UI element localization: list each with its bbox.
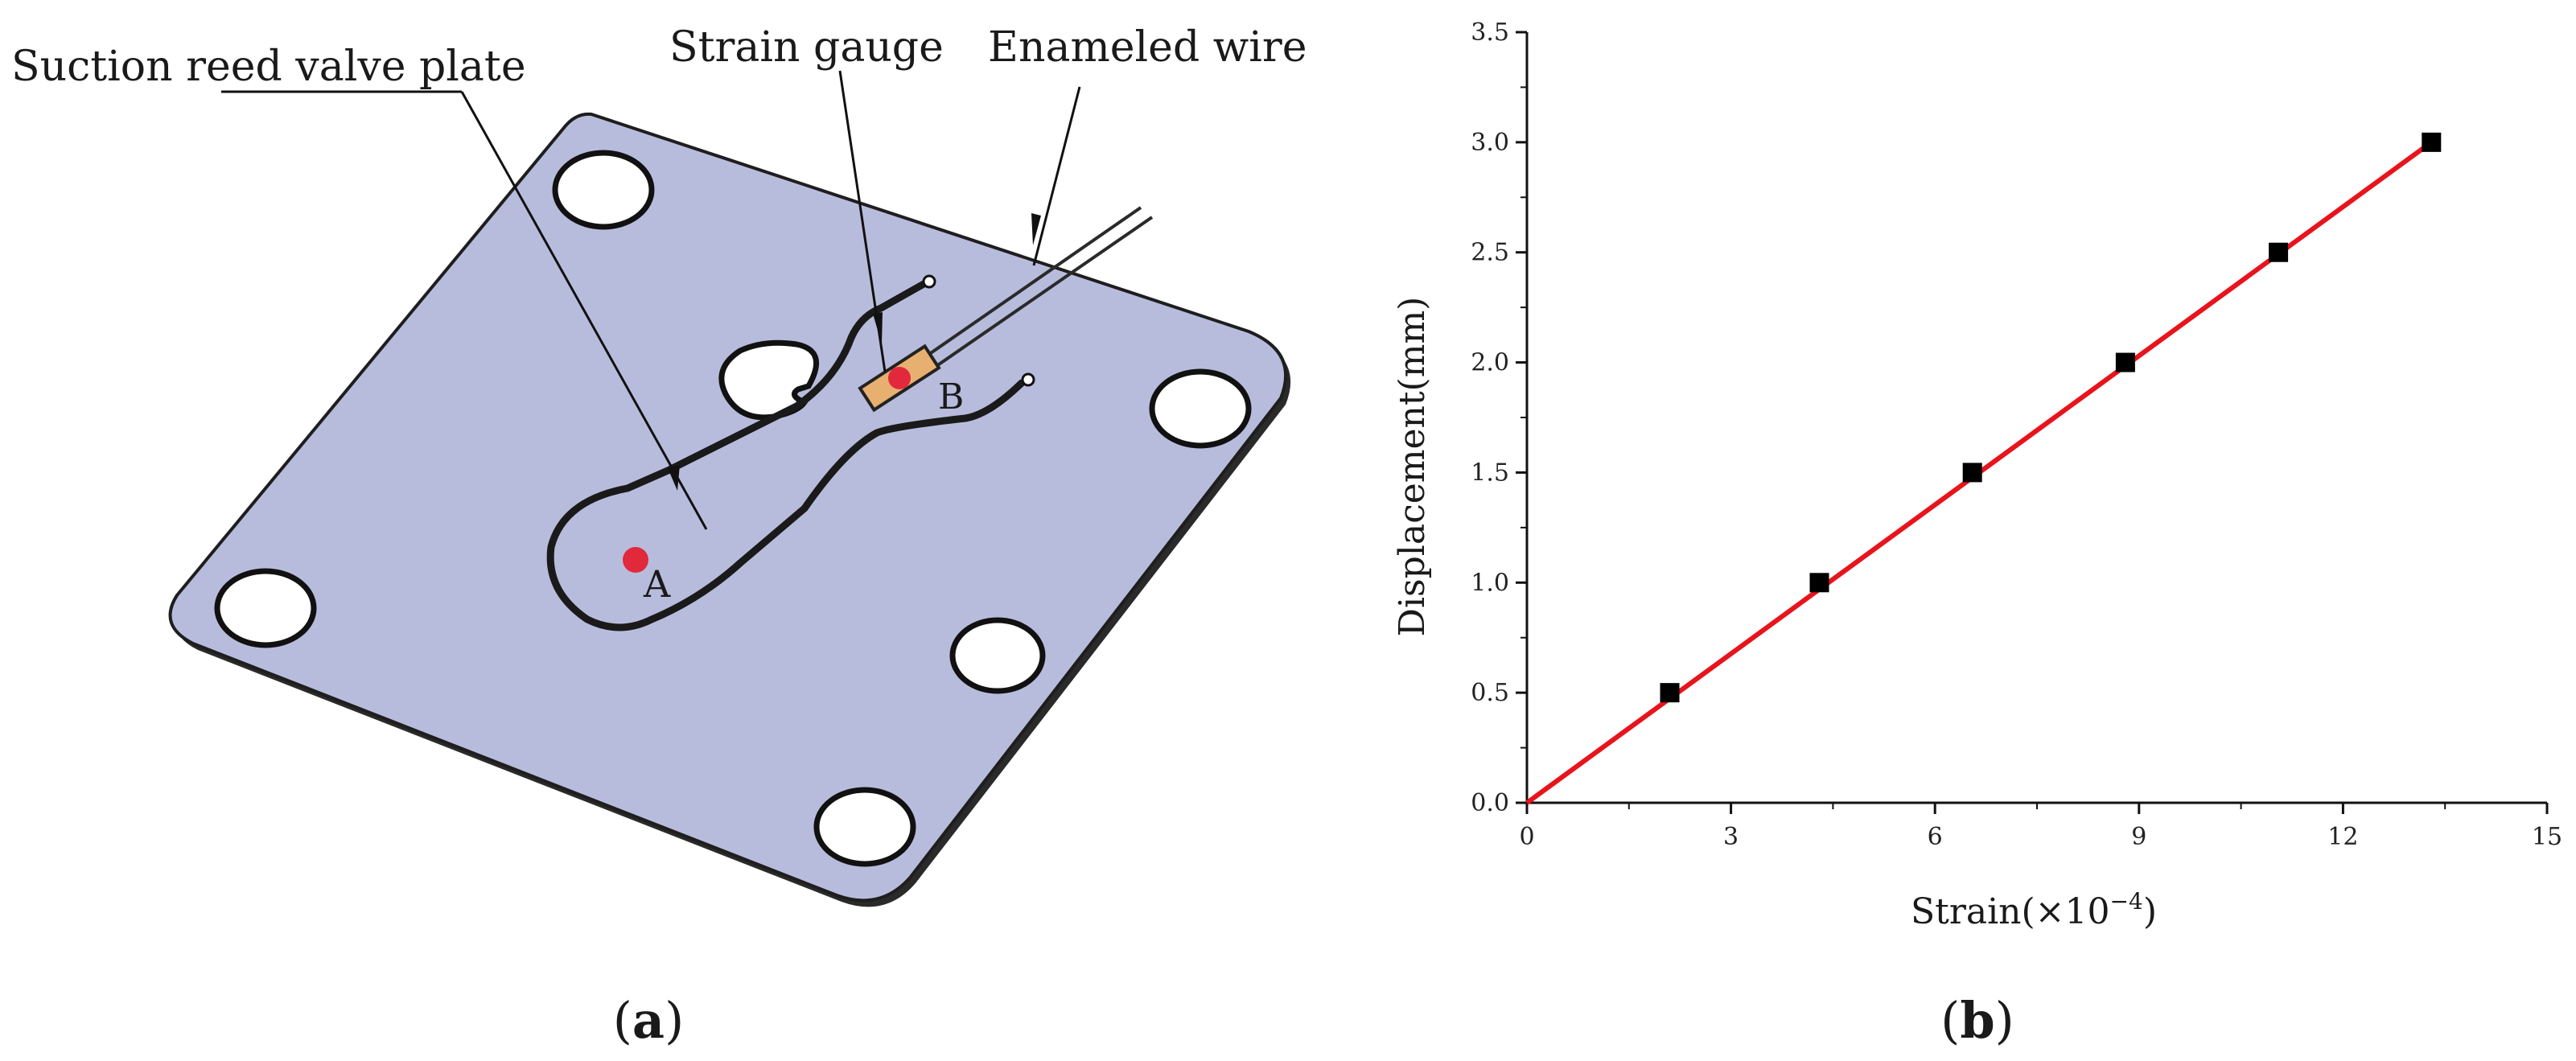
caption-b: (b) — [1940, 991, 2014, 1050]
bolt-hole-bottom — [813, 787, 916, 867]
leader-wire-arrow — [1031, 213, 1041, 245]
label-enameled-wire: Enameled wire — [988, 23, 1307, 72]
y-tick-label: 2.0 — [1471, 349, 1509, 377]
caption-a-letter: a — [632, 991, 665, 1050]
x-axis-label-base: Strain(×10 — [1911, 891, 2110, 932]
panel-b: 0.0 0.5 1.0 1.5 2.0 2.5 3.0 3.5 0 3 6 9 12 15 Displac… — [1392, 19, 2562, 1050]
data-point — [2269, 242, 2289, 262]
label-strain-gauge: Strain gauge — [669, 23, 944, 72]
y-tick-label: 0.0 — [1471, 789, 1509, 817]
bolt-hole-right — [1149, 368, 1252, 449]
point-b-label: B — [938, 376, 964, 417]
bolt-hole-mid-right — [949, 617, 1046, 694]
data-point — [1660, 683, 1680, 703]
x-tick-label: 6 — [1928, 823, 1943, 851]
bolt-hole-left — [214, 568, 317, 648]
slot-end-upper — [922, 274, 936, 289]
enameled-wire-1 — [895, 206, 1142, 378]
leader-plate — [460, 91, 708, 530]
data-point — [2115, 352, 2135, 372]
data-point — [2422, 132, 2442, 152]
y-tick-label: 1.0 — [1471, 569, 1509, 597]
panel-a: A B Suction reed valve plate Strain gaug… — [11, 23, 1307, 1050]
caption-b-open: ( — [1940, 991, 1960, 1050]
point-a-marker — [623, 547, 648, 573]
y-tick-label: 3.0 — [1471, 129, 1509, 157]
x-tick-label: 9 — [2131, 823, 2146, 851]
y-tick-label: 0.5 — [1471, 679, 1509, 707]
caption-a-open: ( — [613, 991, 632, 1050]
x-axis-label-exp: −4 — [2110, 888, 2143, 915]
enameled-wire-2 — [903, 216, 1154, 389]
leader-gauge-arrow — [873, 312, 883, 344]
x-axis-label-end: ) — [2143, 891, 2157, 932]
caption-b-letter: b — [1960, 991, 1994, 1050]
x-tick-label: 3 — [1723, 823, 1739, 851]
leader-plate-arrow — [668, 465, 680, 491]
point-a-label: A — [643, 562, 671, 606]
point-b-marker — [888, 367, 911, 389]
valve-plate — [168, 112, 1288, 903]
x-tick-label: 0 — [1519, 823, 1534, 851]
bolt-hole-top — [552, 150, 655, 230]
data-point — [1809, 573, 1829, 593]
x-axis-label: Strain(×10−4) — [1911, 888, 2157, 932]
label-suction-plate: Suction reed valve plate — [11, 43, 526, 91]
y-tick-label: 2.5 — [1471, 239, 1509, 267]
y-tick-label: 1.5 — [1471, 459, 1509, 487]
chart-area: 0.0 0.5 1.0 1.5 2.0 2.5 3.0 3.5 0 3 6 9 12 15 — [1471, 19, 2562, 851]
leader-wire — [1032, 86, 1081, 266]
y-axis-label: Displacement(mm) — [1392, 297, 1433, 637]
caption-b-close: ) — [1995, 991, 2014, 1050]
y-tick-label: 3.5 — [1471, 19, 1509, 47]
slot-end-lower — [1021, 372, 1035, 387]
x-tick-label: 12 — [2327, 823, 2358, 851]
caption-a-close: ) — [665, 991, 684, 1050]
reed-slot — [546, 279, 1026, 631]
caption-a: (a) — [613, 991, 685, 1050]
x-tick-label: 15 — [2532, 823, 2562, 851]
data-point — [1962, 463, 1982, 483]
